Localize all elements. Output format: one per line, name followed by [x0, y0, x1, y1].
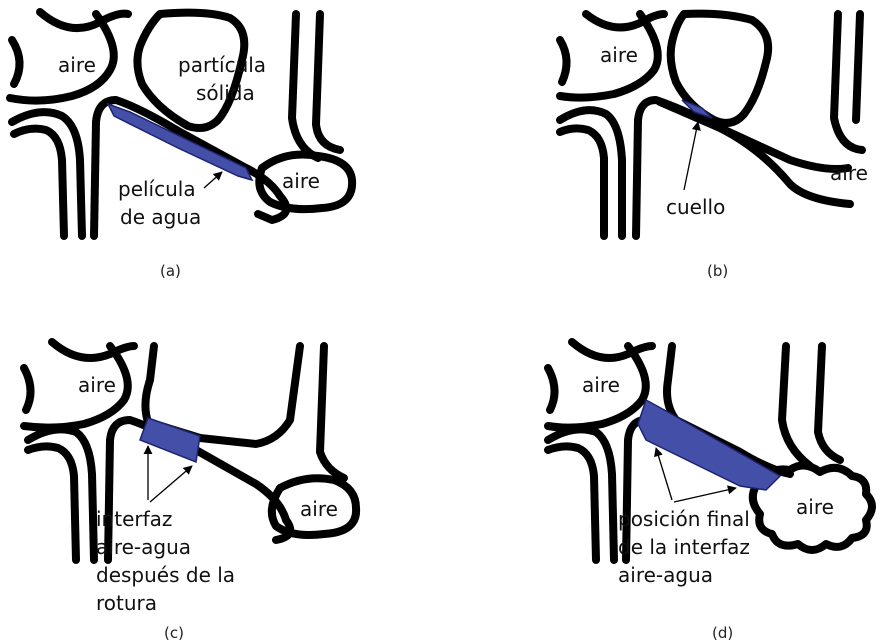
panel-b-caption: (b): [707, 262, 728, 280]
panel-d-arrow-1: [656, 448, 672, 500]
panel-c-label-aire-right: aire: [300, 497, 338, 521]
panel-a-label-de-agua: de agua: [120, 205, 201, 229]
panel-c-caption: (c): [164, 624, 184, 642]
panel-c-arrow-2: [150, 466, 192, 502]
panel-b-label-aire-left: aire: [600, 43, 638, 67]
panel-a-caption: (a): [160, 262, 181, 280]
panel-c-label-despues: después de la: [96, 563, 235, 587]
panel-b: aire aire cuello (b): [560, 14, 868, 280]
panel-d-label-aire-agua: aire-agua: [618, 563, 713, 587]
panel-d-label-aire-left: aire: [582, 373, 620, 397]
panel-a-film-arrow: [204, 172, 222, 188]
panel-d-label-de-la-interfaz: de la interfaz: [618, 535, 750, 559]
panel-a-label-aire-right: aire: [282, 169, 320, 193]
panel-d-label-posicion: posición final: [618, 507, 750, 531]
panel-d-label-aire-right: aire: [796, 495, 834, 519]
panel-d-caption: (d): [712, 624, 733, 642]
panel-a-label-particula: partícula: [178, 53, 266, 77]
panel-d-water-wedge: [638, 400, 780, 490]
panel-a-water-film: [108, 104, 252, 180]
panel-b-neck-arrow: [684, 122, 698, 190]
panel-b-label-aire-right: aire: [830, 161, 868, 185]
panel-a: aire partícula sólida aire película de a…: [10, 12, 352, 280]
panel-a-label-pelicula: película: [118, 177, 196, 201]
panel-a-label-aire-left: aire: [58, 53, 96, 77]
panel-a-label-solida: sólida: [196, 81, 255, 105]
panel-c-label-aire-agua: aire-agua: [96, 535, 191, 559]
panel-c-label-aire-left: aire: [78, 373, 116, 397]
panel-d-arrow-2: [674, 488, 736, 502]
panel-a-grain-outlines: [10, 12, 352, 236]
panel-c: aire aire interfaz aire-agua después de …: [24, 342, 356, 642]
panel-b-label-cuello: cuello: [666, 195, 725, 219]
panel-c-label-rotura: rotura: [96, 591, 157, 615]
panel-d: aire aire posición final de la interfaz …: [548, 342, 872, 642]
panel-c-label-interfaz: interfaz: [96, 507, 172, 531]
